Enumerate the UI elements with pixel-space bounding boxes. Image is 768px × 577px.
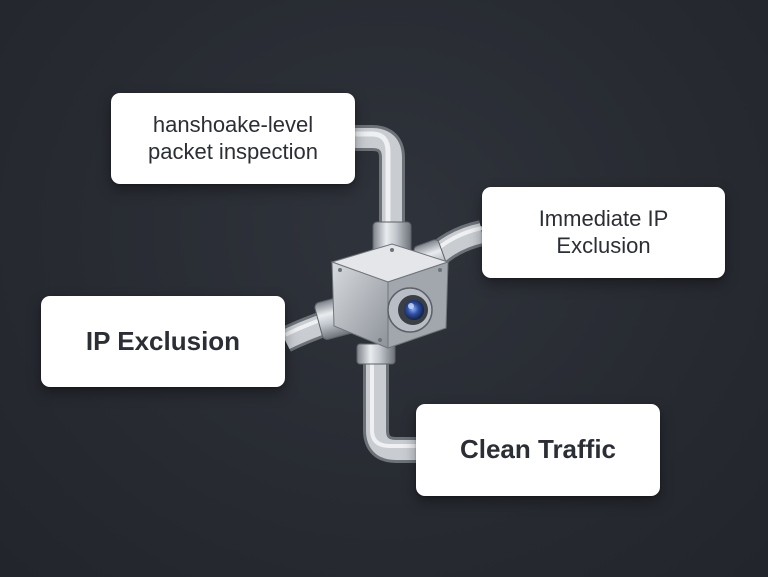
pipe-top: [355, 125, 412, 263]
node-handshake-label: hanshoake-level packet inspection: [148, 112, 318, 164]
node-ip-exclusion-label: IP Exclusion: [85, 325, 241, 356]
node-clean-traffic-label: Clean Traffic: [459, 434, 617, 465]
node-immediate-ip-exclusion: Immediate IP Exclusion: [482, 187, 725, 278]
pipe-bottom: [356, 343, 416, 463]
sensor-lens-icon: [387, 287, 433, 333]
node-clean-traffic: Clean Traffic: [416, 404, 660, 496]
node-handshake-inspection: hanshoake-level packet inspection: [111, 93, 355, 184]
node-immediate-label: Immediate IP Exclusion: [538, 206, 669, 258]
node-ip-exclusion: IP Exclusion: [41, 296, 285, 387]
junction-valve: [330, 243, 450, 349]
